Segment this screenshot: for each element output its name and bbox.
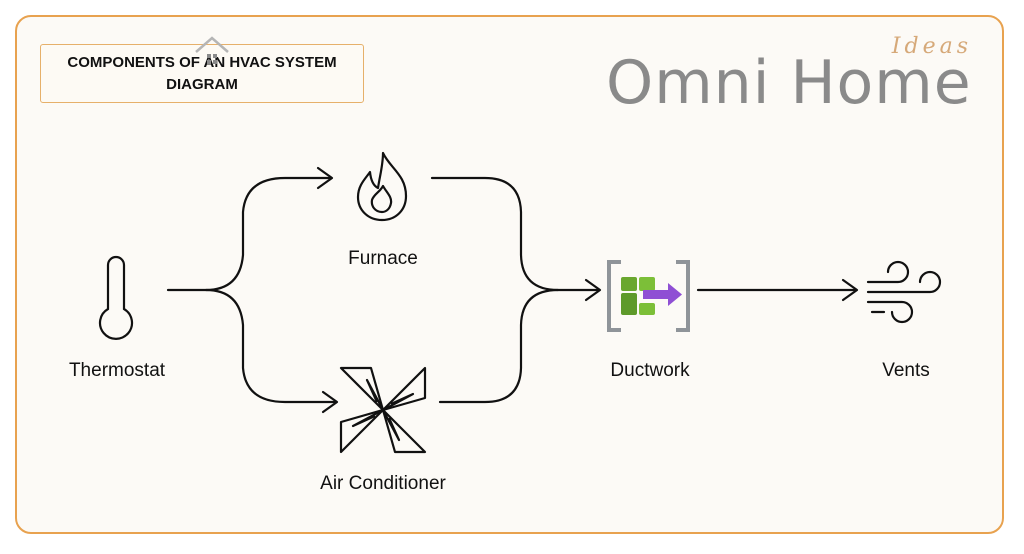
ductwork-label: Ductwork [610, 360, 690, 381]
thermostat-label: Thermostat [68, 360, 166, 381]
flow-connectors [166, 166, 859, 414]
title-line-2: DIAGRAM [166, 75, 238, 93]
diagram-title-box: COMPONENTS OF AN HVAC SYSTEM DIAGRAM [40, 44, 364, 103]
brand-logo: Ideas Omni Home [606, 34, 984, 118]
flame-icon [356, 151, 408, 222]
duct-arrow-icon [607, 260, 690, 332]
thermometer-icon [98, 255, 134, 340]
house-icon [195, 36, 229, 64]
brand-name: Omni Home [606, 48, 972, 118]
furnace-label: Furnace [348, 248, 418, 269]
air-conditioner-label: Air Conditioner [320, 473, 446, 494]
pinwheel-fan-icon [339, 366, 427, 454]
title-line-1: COMPONENTS OF AN HVAC SYSTEM [67, 53, 337, 71]
wind-icon [866, 260, 942, 324]
brand-tagline: Ideas [891, 34, 972, 59]
vents-label: Vents [882, 360, 930, 381]
